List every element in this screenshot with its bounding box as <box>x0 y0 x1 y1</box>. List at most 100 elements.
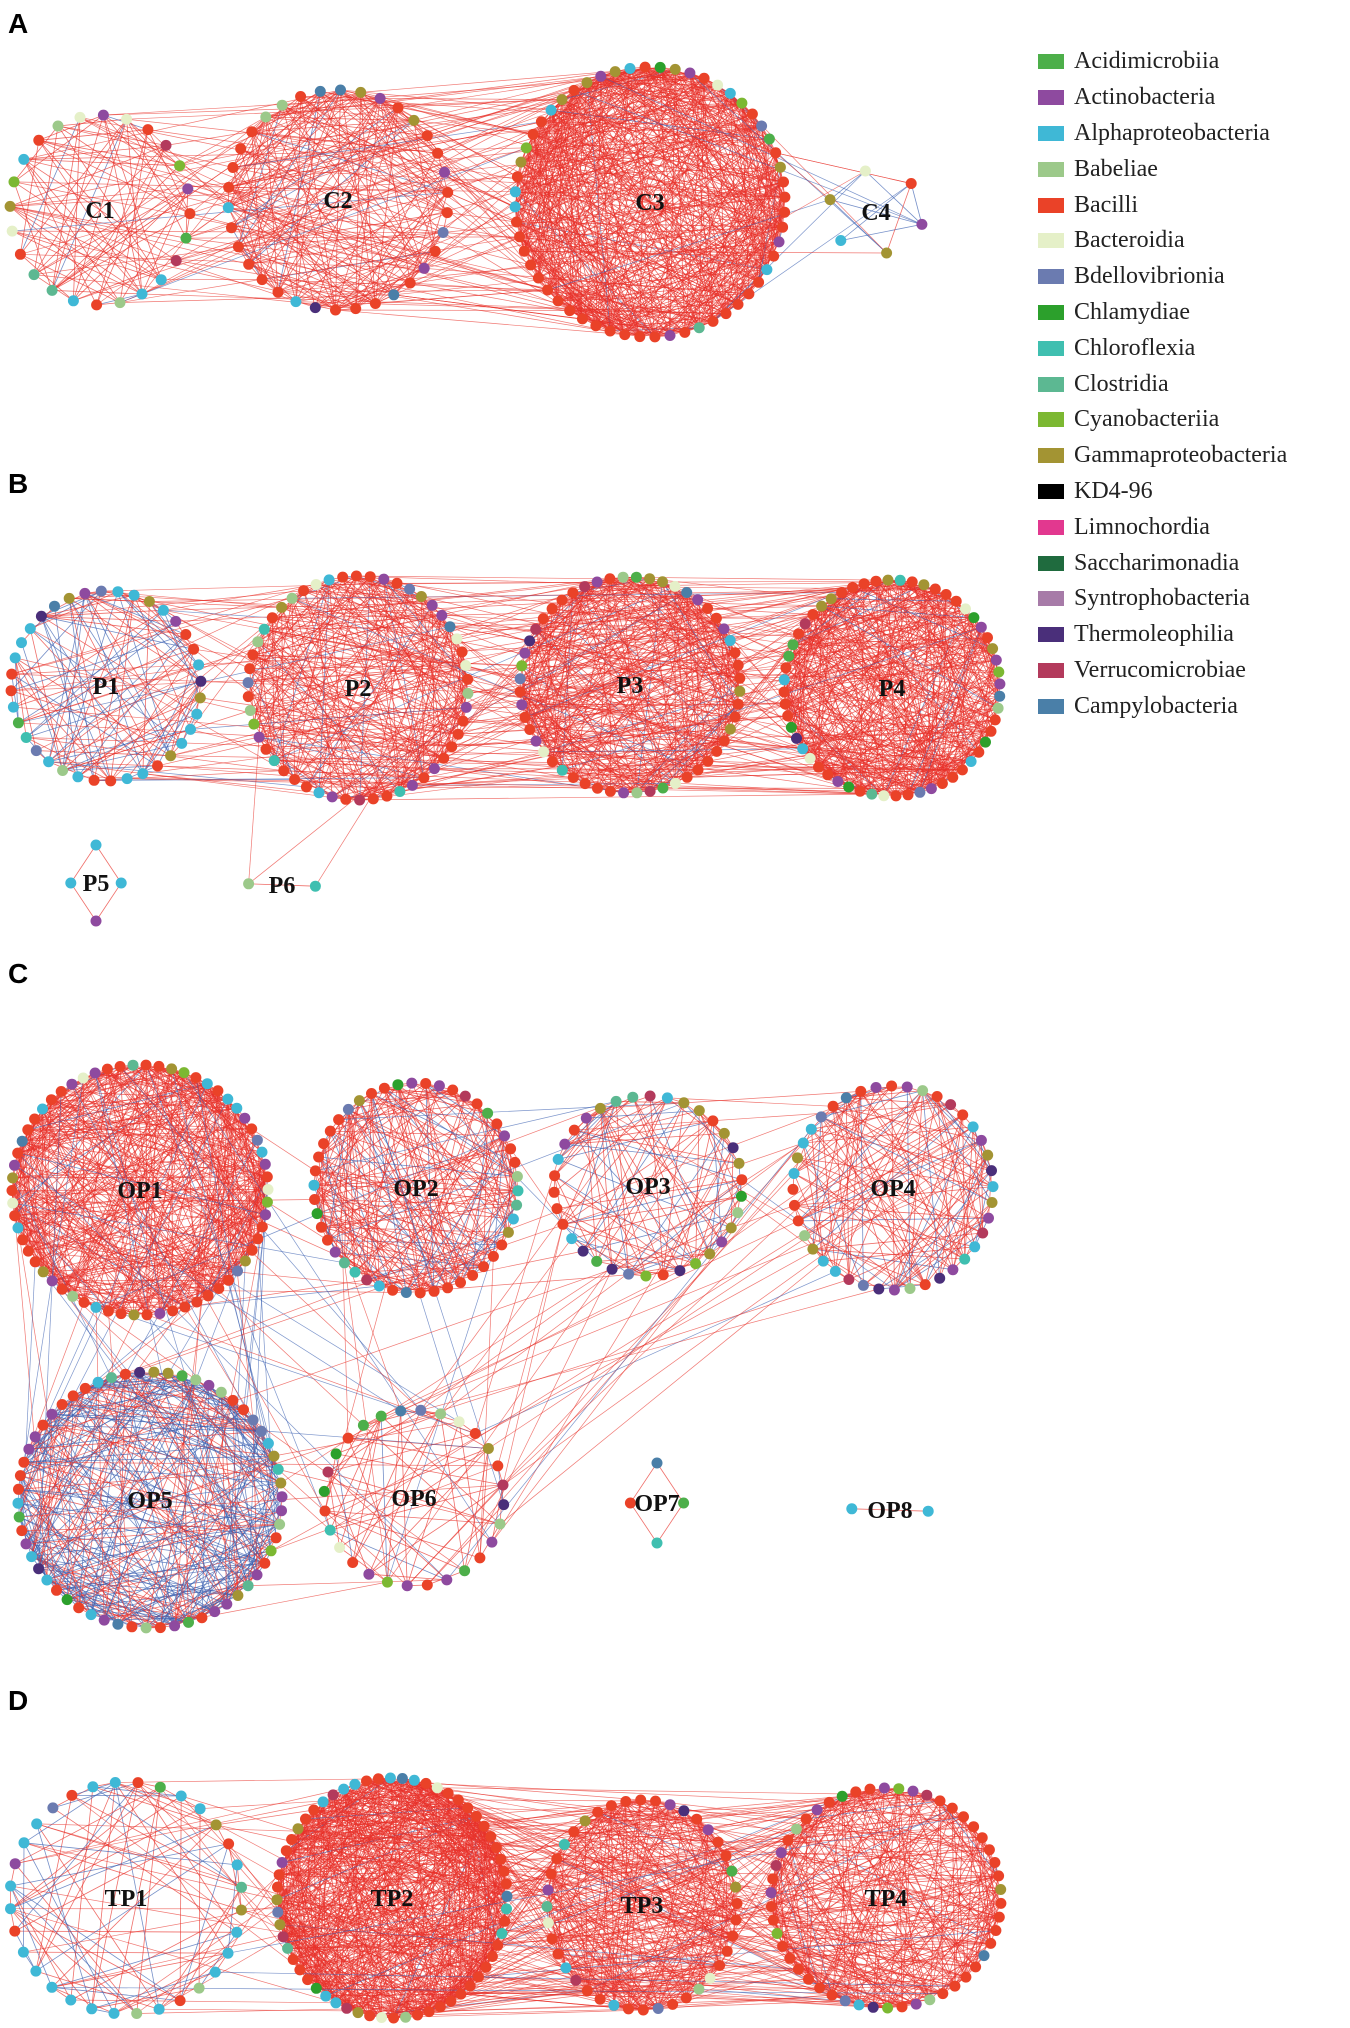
network-edge <box>228 116 267 188</box>
network-edge <box>798 1114 963 1222</box>
network-edge <box>554 1175 598 1262</box>
network-edge <box>82 1077 186 1308</box>
network-edge <box>198 1808 201 1989</box>
network-edge <box>630 1502 658 1544</box>
network-edge <box>368 1448 489 1575</box>
network-edge <box>46 1409 244 1581</box>
network-edge <box>551 1873 728 1952</box>
network-edge <box>798 633 999 709</box>
network-edge <box>821 1116 993 1203</box>
network-edge <box>328 579 466 666</box>
network-edge <box>174 1524 280 1627</box>
network-edge <box>20 117 81 255</box>
network-edge <box>458 1421 481 1558</box>
network-edge <box>227 1098 268 1203</box>
network-edge <box>811 1128 992 1171</box>
network-edge <box>126 119 187 239</box>
network-edge <box>38 1409 244 1570</box>
network-edge <box>126 119 143 295</box>
network-edge <box>369 576 425 778</box>
network-edge <box>318 1083 426 1158</box>
network-edge <box>794 1085 892 1206</box>
network-edge <box>330 1529 447 1581</box>
network-edge <box>28 1375 183 1450</box>
network-edge <box>375 172 445 304</box>
network-edge <box>419 1190 519 1294</box>
network-edge <box>226 1510 282 1605</box>
network-edge <box>562 1120 714 1225</box>
network-edge <box>51 1099 268 1203</box>
network-edge <box>585 1118 613 1270</box>
network-edge <box>572 592 725 741</box>
network-edge <box>23 1842 238 1866</box>
network-edge <box>318 1156 407 1293</box>
network-edge <box>335 1251 473 1276</box>
network-edge <box>963 1816 1002 1904</box>
network-edge <box>420 1409 489 1449</box>
network-edge <box>330 1089 453 1132</box>
network-edge <box>797 1157 994 1187</box>
network-edge <box>68 598 95 781</box>
network-edge <box>252 654 468 680</box>
network-edge <box>595 68 631 326</box>
network-edge <box>526 147 783 228</box>
network-edge <box>62 765 158 771</box>
inter-module-edge <box>147 129 336 311</box>
network-edge <box>181 1375 258 1576</box>
network-edge <box>23 1842 242 1911</box>
network-edge <box>819 1790 914 1989</box>
network-edge <box>554 1096 634 1176</box>
network-edge <box>10 1908 93 2010</box>
network-edge <box>729 93 785 213</box>
network-edge <box>236 1108 266 1215</box>
network-edge <box>113 1952 229 2014</box>
network-edge <box>915 1889 1002 2005</box>
network-edge <box>195 1379 282 1484</box>
network-edge <box>447 1204 517 1289</box>
network-edge <box>251 131 297 302</box>
network-edge <box>286 1836 491 1852</box>
network-edge <box>390 1777 502 1860</box>
network-edge <box>38 140 143 295</box>
network-edge <box>250 665 466 711</box>
network-edge <box>282 1847 497 1863</box>
inter-module-edge <box>79 117 229 188</box>
network-edge <box>359 576 371 801</box>
network-edge <box>644 66 783 228</box>
network-edge <box>103 114 180 167</box>
network-edge <box>201 1431 262 1618</box>
network-edge <box>248 883 316 887</box>
inter-module-edge <box>176 227 232 261</box>
network-edge <box>988 1170 992 1219</box>
network-edge <box>985 708 999 743</box>
network-edge <box>975 1837 983 1967</box>
network-edge <box>57 125 162 280</box>
network-edge <box>597 1811 733 1872</box>
inter-module-edge <box>179 92 361 167</box>
network-edge <box>357 1859 502 2013</box>
network-edge <box>115 1782 217 1826</box>
network-edge <box>414 1780 505 1872</box>
network-edge <box>406 1190 519 1293</box>
network-edge <box>600 1108 664 1275</box>
network-edge <box>51 1952 229 1988</box>
network-edge <box>51 1413 280 1525</box>
network-edge <box>338 1119 448 1289</box>
network-edge <box>615 71 762 127</box>
network-edge <box>845 1097 966 1260</box>
inter-module-edge <box>216 1809 314 1826</box>
network-edge <box>38 139 191 214</box>
network-edge <box>584 586 739 705</box>
network-edge <box>729 93 786 198</box>
network-edge <box>294 626 451 780</box>
network-edge <box>318 1156 518 1177</box>
network-edge <box>181 1375 280 1525</box>
network-edge <box>425 1783 505 1872</box>
network-edge <box>564 1110 700 1145</box>
network-edge <box>265 116 448 213</box>
network-edge <box>550 110 597 326</box>
network-edge <box>980 627 997 661</box>
network-edge <box>363 1409 421 1426</box>
network-edge <box>10 590 102 691</box>
